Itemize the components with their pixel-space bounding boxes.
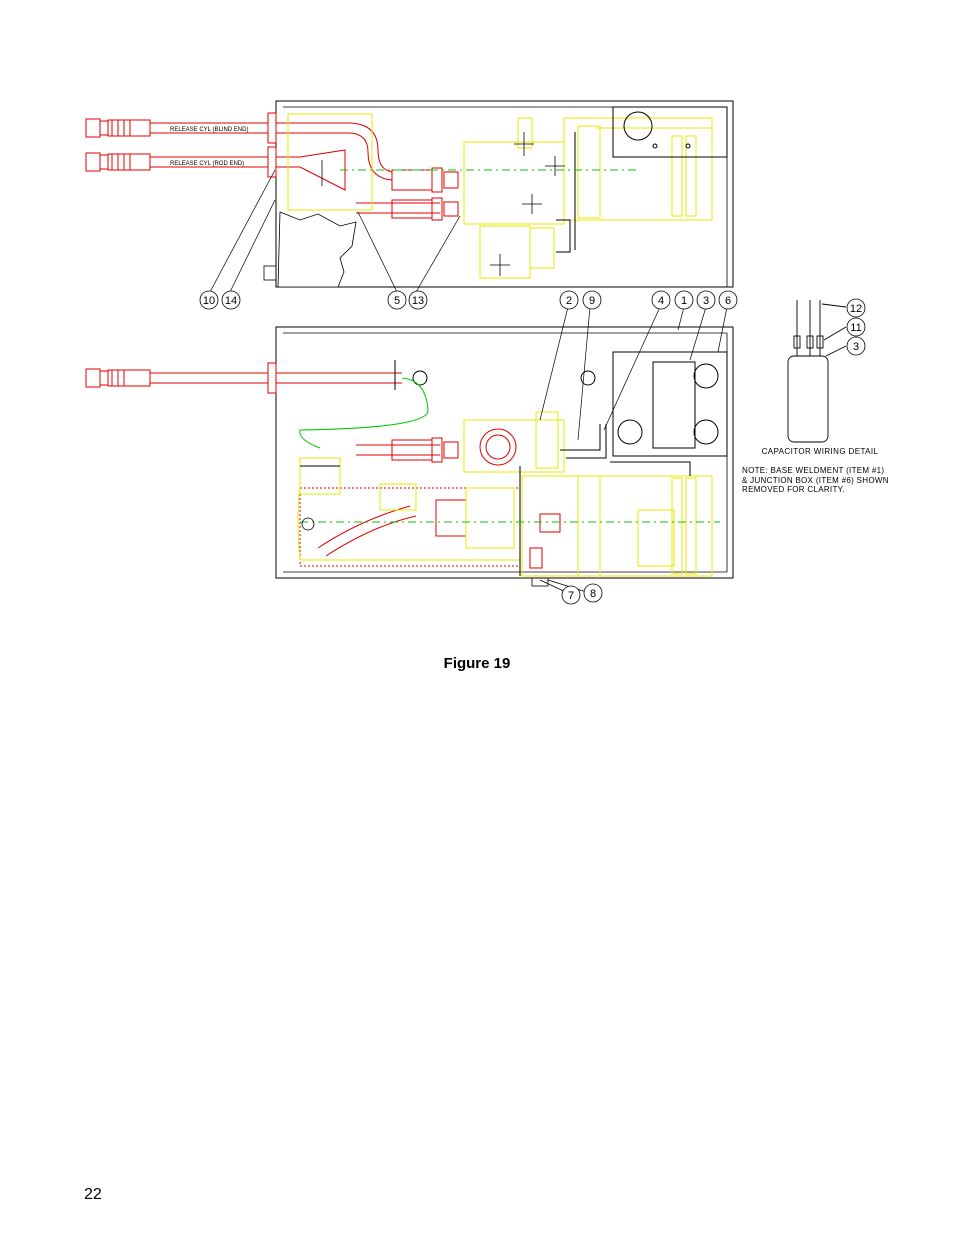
callout-5: 5: [387, 290, 407, 310]
callout-2: 2: [559, 290, 579, 310]
svg-text:5: 5: [394, 295, 400, 307]
capacitor-wiring-detail: [787, 300, 847, 443]
svg-text:1: 1: [681, 295, 687, 307]
callout-6: 6: [718, 290, 738, 310]
callout-7: 7: [561, 585, 581, 605]
page-number: 22: [84, 1186, 102, 1203]
callout-8: 8: [583, 583, 603, 603]
svg-text:10: 10: [203, 295, 215, 307]
hose-label-rod: RELEASE CYL (ROD END): [170, 161, 244, 167]
callout-9: 9: [582, 290, 602, 310]
callout-13: 13: [408, 290, 428, 310]
svg-text:12: 12: [850, 303, 862, 315]
callout-12: 12: [846, 298, 866, 318]
callout-3: 3: [696, 290, 716, 310]
callout-bubbles: 10 14 5 13 2 9 4 1 3 6 12 11 3 7 8: [199, 290, 866, 605]
svg-text:3: 3: [703, 295, 709, 307]
svg-text:14: 14: [225, 295, 237, 307]
callout-1: 1: [674, 290, 694, 310]
capacitor-detail-title: CAPACITOR WIRING DETAIL: [761, 447, 879, 456]
svg-text:3: 3: [853, 341, 859, 353]
callout-4: 4: [651, 290, 671, 310]
bottom-valve-block: [297, 411, 713, 577]
svg-text:13: 13: [412, 295, 424, 307]
svg-text:6: 6: [725, 295, 731, 307]
svg-text:4: 4: [658, 295, 664, 307]
hose-rod-end: [85, 146, 459, 221]
figure-caption: Figure 19: [443, 655, 511, 672]
svg-text:9: 9: [589, 295, 595, 307]
callout-10: 10: [199, 290, 219, 310]
svg-text:2: 2: [566, 295, 572, 307]
top-valve-block: [287, 113, 713, 279]
callout-11: 11: [846, 317, 866, 337]
bottom-view: [85, 306, 734, 595]
top-view: RELEASE CYL (BLIND END) RELEASE CYL (ROD…: [85, 100, 734, 293]
hose-label-blind: RELEASE CYL (BLIND END): [170, 127, 248, 133]
svg-text:8: 8: [590, 588, 596, 600]
svg-text:7: 7: [568, 590, 574, 602]
capacitor-detail-note: NOTE: BASE WELDMENT (ITEM #1) & JUNCTION…: [742, 466, 889, 494]
svg-text:11: 11: [850, 322, 861, 334]
callout-3-detail: 3: [846, 336, 866, 356]
callout-14: 14: [221, 290, 241, 310]
